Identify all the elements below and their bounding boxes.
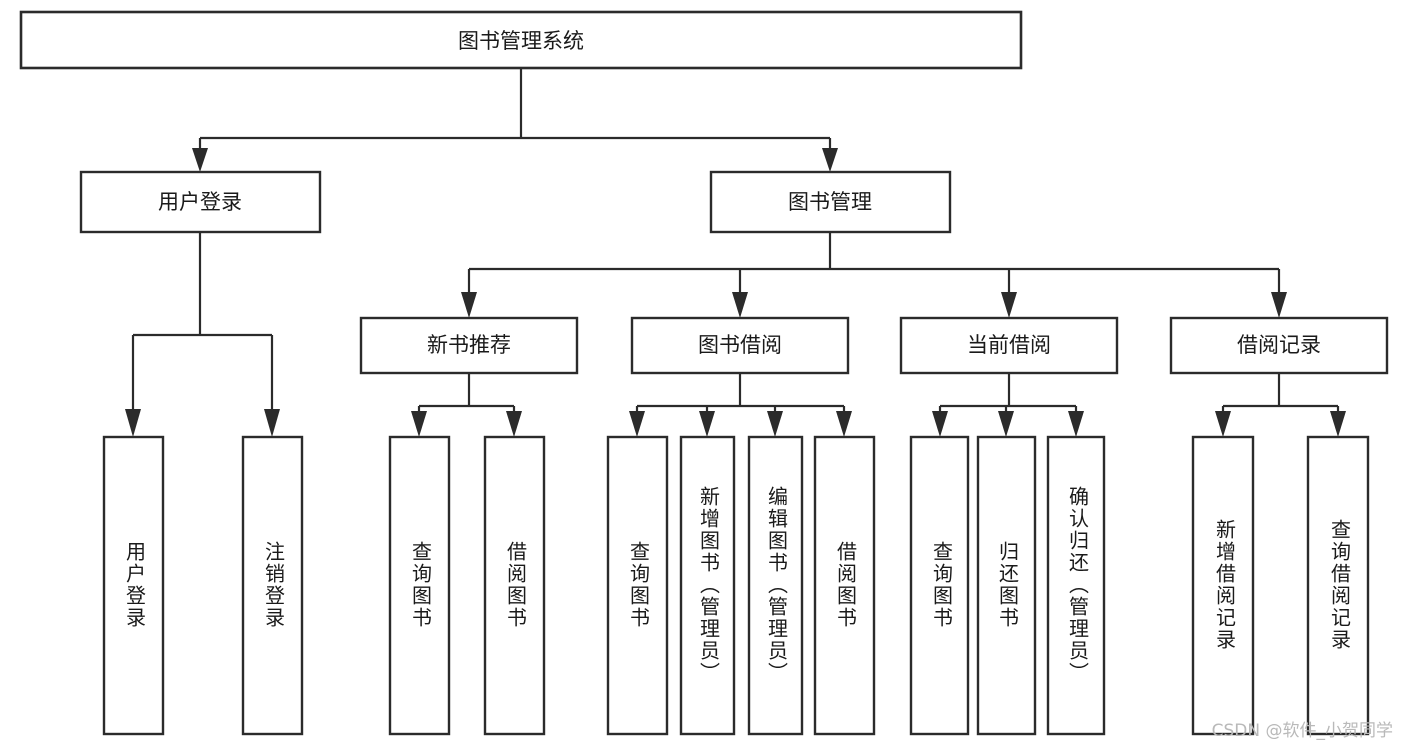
- node-book-borrow-label: 图书借阅: [698, 333, 782, 357]
- node-leaf-edit-book-label: 编辑图书（管理员）: [765, 486, 789, 684]
- node-book-mgmt-box[interactable]: [709, 170, 952, 234]
- connector-group-book-mgmt: [461, 232, 1287, 318]
- arrow-head-borrow-record: [1271, 292, 1287, 318]
- arrow-head-leaf-query-book-a: [411, 411, 427, 437]
- node-leaf-return-book-label: 归还图书: [996, 541, 1020, 629]
- arrow-head-leaf-query-book-b: [629, 411, 645, 437]
- arrow-head-user-login: [192, 148, 208, 172]
- node-new-book-rec-label: 新书推荐: [427, 333, 511, 357]
- node-book-mgmt[interactable]: 图书管理: [709, 170, 952, 234]
- node-leaf-confirm-return[interactable]: 确认归还（管理员）: [1046, 435, 1106, 736]
- node-root[interactable]: 图书管理系统: [19, 10, 1023, 70]
- node-leaf-query-book-a[interactable]: 查询图书: [388, 435, 451, 736]
- node-leaf-add-book-label: 新增图书（管理员）: [697, 486, 721, 684]
- node-root-box[interactable]: [19, 10, 1023, 70]
- connector-group-user-login: [125, 232, 280, 437]
- node-leaf-add-record[interactable]: 新增借阅记录: [1191, 435, 1255, 736]
- node-leaf-borrow-book-a[interactable]: 借阅图书: [483, 435, 546, 736]
- node-leaf-return-book[interactable]: 归还图书: [976, 435, 1037, 736]
- node-borrow-record-label: 借阅记录: [1237, 333, 1321, 357]
- node-leaf-borrow-book-b-label: 借阅图书: [834, 541, 858, 629]
- node-leaf-confirm-return-box[interactable]: [1046, 435, 1106, 736]
- arrow-head-leaf-add-book: [699, 411, 715, 437]
- connector-group-root: [192, 68, 838, 172]
- node-leaf-query-book-b-box[interactable]: [606, 435, 669, 736]
- node-new-book-rec[interactable]: 新书推荐: [359, 316, 579, 375]
- node-book-borrow-box[interactable]: [630, 316, 850, 375]
- node-leaf-borrow-book-a-label: 借阅图书: [504, 541, 528, 629]
- connector-group-borrow-record: [1215, 373, 1346, 437]
- arrow-head-leaf-borrow-book-b: [836, 411, 852, 437]
- node-new-book-rec-box[interactable]: [359, 316, 579, 375]
- arrow-head-leaf-borrow-book-a: [506, 411, 522, 437]
- node-leaf-edit-book-box[interactable]: [747, 435, 804, 736]
- node-leaf-borrow-book-b[interactable]: 借阅图书: [813, 435, 876, 736]
- node-root-label: 图书管理系统: [458, 29, 584, 53]
- node-leaf-query-book-c-box[interactable]: [909, 435, 970, 736]
- node-leaf-query-record-label: 查询借阅记录: [1328, 519, 1352, 651]
- node-leaf-query-book-b[interactable]: 查询图书: [606, 435, 669, 736]
- node-leaf-query-record[interactable]: 查询借阅记录: [1306, 435, 1370, 736]
- node-leaf-query-book-c[interactable]: 查询图书: [909, 435, 970, 736]
- node-leaf-edit-book[interactable]: 编辑图书（管理员）: [747, 435, 804, 736]
- node-leaf-confirm-return-label: 确认归还（管理员）: [1066, 486, 1090, 684]
- arrow-head-leaf-confirm-return: [1068, 411, 1084, 437]
- arrow-head-new-book-rec: [461, 292, 477, 318]
- node-leaf-logout-box[interactable]: [241, 435, 304, 736]
- arrow-head-leaf-add-record: [1215, 411, 1231, 437]
- node-leaf-query-book-b-label: 查询图书: [627, 541, 651, 629]
- arrow-head-leaf-edit-book: [767, 411, 783, 437]
- node-leaf-add-record-box[interactable]: [1191, 435, 1255, 736]
- connector-group-new-book-rec: [411, 373, 522, 437]
- arrow-head-book-mgmt: [822, 148, 838, 172]
- node-leaf-query-book-a-label: 查询图书: [409, 541, 433, 629]
- arrow-head-leaf-logout: [264, 409, 280, 437]
- node-current-borrow[interactable]: 当前借阅: [899, 316, 1119, 375]
- node-leaf-user-login-box[interactable]: [102, 435, 165, 736]
- node-leaf-query-record-box[interactable]: [1306, 435, 1370, 736]
- node-current-borrow-label: 当前借阅: [967, 333, 1051, 357]
- node-leaf-return-book-box[interactable]: [976, 435, 1037, 736]
- node-leaf-add-book[interactable]: 新增图书（管理员）: [679, 435, 736, 736]
- node-leaf-add-book-box[interactable]: [679, 435, 736, 736]
- connector-group-book-borrow: [629, 373, 852, 437]
- node-user-login-label: 用户登录: [158, 190, 242, 214]
- node-leaf-user-login[interactable]: 用户登录: [102, 435, 165, 736]
- node-borrow-record-box[interactable]: [1169, 316, 1389, 375]
- arrow-head-leaf-user-login: [125, 409, 141, 437]
- node-user-login[interactable]: 用户登录: [79, 170, 322, 234]
- node-leaf-logout-label: 注销登录: [262, 541, 286, 629]
- arrow-head-current-borrow: [1001, 292, 1017, 318]
- node-current-borrow-box[interactable]: [899, 316, 1119, 375]
- node-book-borrow[interactable]: 图书借阅: [630, 316, 850, 375]
- csdn-watermark: CSDN @软件_小贺同学: [1211, 721, 1393, 741]
- connector-group-current-borrow: [932, 373, 1084, 437]
- arrow-head-book-borrow: [732, 292, 748, 318]
- node-leaf-query-book-a-box[interactable]: [388, 435, 451, 736]
- node-leaf-add-record-label: 新增借阅记录: [1213, 519, 1237, 651]
- arrow-head-leaf-query-record: [1330, 411, 1346, 437]
- node-leaf-query-book-c-label: 查询图书: [930, 541, 954, 629]
- node-borrow-record[interactable]: 借阅记录: [1169, 316, 1389, 375]
- arrow-head-leaf-return-book: [998, 411, 1014, 437]
- node-leaf-user-login-label: 用户登录: [123, 541, 147, 629]
- node-user-login-box[interactable]: [79, 170, 322, 234]
- node-leaf-borrow-book-a-box[interactable]: [483, 435, 546, 736]
- node-leaf-borrow-book-b-box[interactable]: [813, 435, 876, 736]
- node-book-mgmt-label: 图书管理: [788, 190, 872, 214]
- arrow-head-leaf-query-book-c: [932, 411, 948, 437]
- node-leaf-logout[interactable]: 注销登录: [241, 435, 304, 736]
